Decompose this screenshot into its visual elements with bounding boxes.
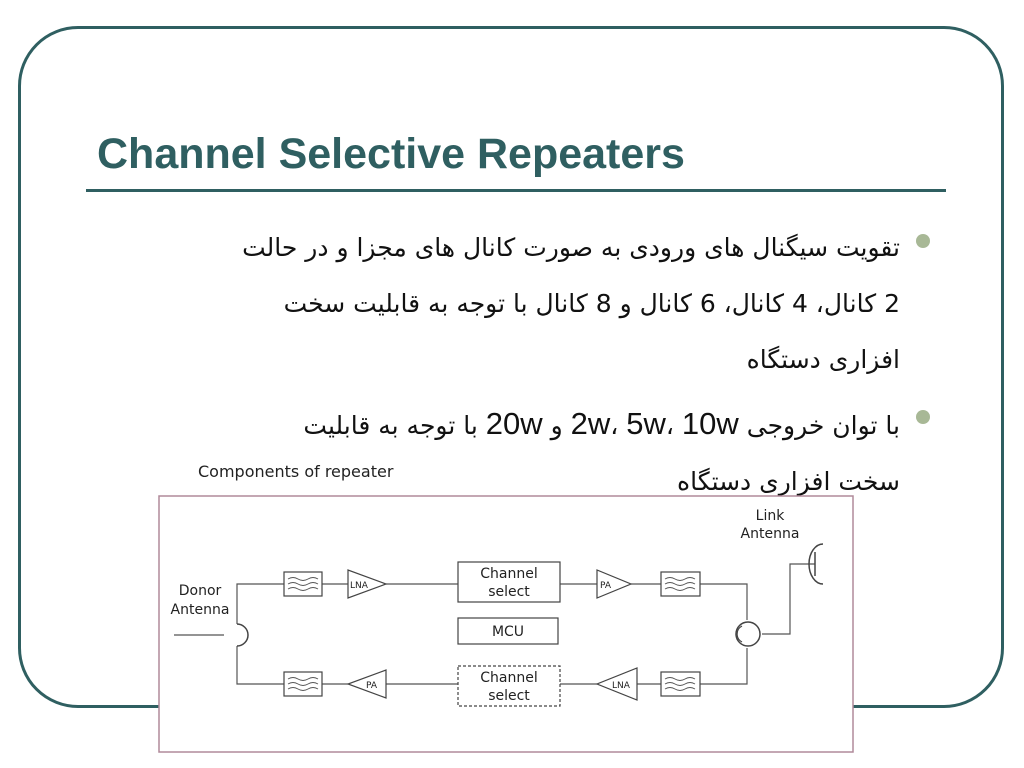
- bullet-line: با توان خروجی 2w، 5w، 10w و 20w با توجه …: [100, 396, 900, 454]
- bullet-text: با توان خروجی: [738, 411, 900, 440]
- filter-blocks: [283, 571, 701, 697]
- bullet-line: تقویت سیگنال های ورودی به صورت کانال های…: [242, 233, 900, 262]
- link-antenna-label: Antenna: [741, 526, 800, 542]
- conjunction: و: [542, 411, 571, 440]
- bullet-item-power: با توان خروجی 2w، 5w، 10w و 20w با توجه …: [100, 396, 930, 510]
- filter-icon: [283, 671, 323, 697]
- filter-icon: [660, 571, 701, 597]
- signal-paths: [174, 563, 815, 685]
- svg-text:Channel: Channel: [480, 566, 537, 582]
- lna-icon: [595, 667, 638, 701]
- bullet-line: سخت افزاری دستگاه: [677, 467, 900, 496]
- slide-title: Channel Selective Repeaters: [97, 130, 685, 178]
- power-value: 5w: [626, 406, 666, 441]
- link-circulator-icon: [735, 621, 761, 647]
- separator: ،: [665, 411, 682, 440]
- mcu-block: [457, 617, 559, 645]
- pa-icon: [596, 569, 633, 599]
- donor-antenna-label: Donor: [179, 583, 222, 599]
- title-underline: [86, 189, 946, 192]
- separator: ،: [610, 411, 627, 440]
- link-antenna-label: Link: [756, 508, 786, 524]
- bullet-list: تقویت سیگنال های ورودی به صورت کانال های…: [100, 220, 930, 510]
- channel-select-block: [457, 561, 561, 603]
- filter-waves: [287, 577, 696, 691]
- bullet-line: 2 کانال، 4 کانال، 6 کانال و 8 کانال با ت…: [283, 289, 900, 318]
- power-value: 20w: [485, 406, 543, 441]
- pa-icon: [346, 669, 387, 699]
- lna-label: LNA: [350, 581, 369, 591]
- donor-antenna-label: Antenna: [171, 602, 230, 618]
- donor-circulator-icon: [236, 623, 249, 647]
- filter-icon: [660, 671, 701, 697]
- bullet-item-channels: تقویت سیگنال های ورودی به صورت کانال های…: [100, 220, 930, 388]
- power-value: 2w: [570, 406, 611, 441]
- filter-icon: [283, 571, 323, 597]
- power-value: 10w: [681, 406, 739, 441]
- repeater-block-diagram: LNA PA PA LNA Channel select MCU Channel…: [158, 495, 854, 753]
- svg-text:Channel: Channel: [480, 670, 537, 686]
- lna-icon: [347, 569, 388, 599]
- svg-text:select: select: [488, 584, 530, 600]
- bullet-dot-icon: [916, 410, 930, 424]
- bullet-dot-icon: [916, 234, 930, 248]
- pa-label: PA: [366, 681, 378, 691]
- figure-caption: Components of repeater: [198, 462, 394, 481]
- bullet-line: افزاری دستگاه: [746, 345, 900, 374]
- svg-text:select: select: [488, 688, 530, 704]
- amplifier-blocks: [346, 569, 638, 701]
- bullet-text: با توجه به قابلیت: [303, 411, 486, 440]
- pa-label: PA: [600, 581, 612, 591]
- svg-text:MCU: MCU: [492, 624, 524, 640]
- channel-select-block: [457, 665, 561, 707]
- link-antenna-icon: [808, 543, 824, 585]
- lna-label: LNA: [612, 681, 631, 691]
